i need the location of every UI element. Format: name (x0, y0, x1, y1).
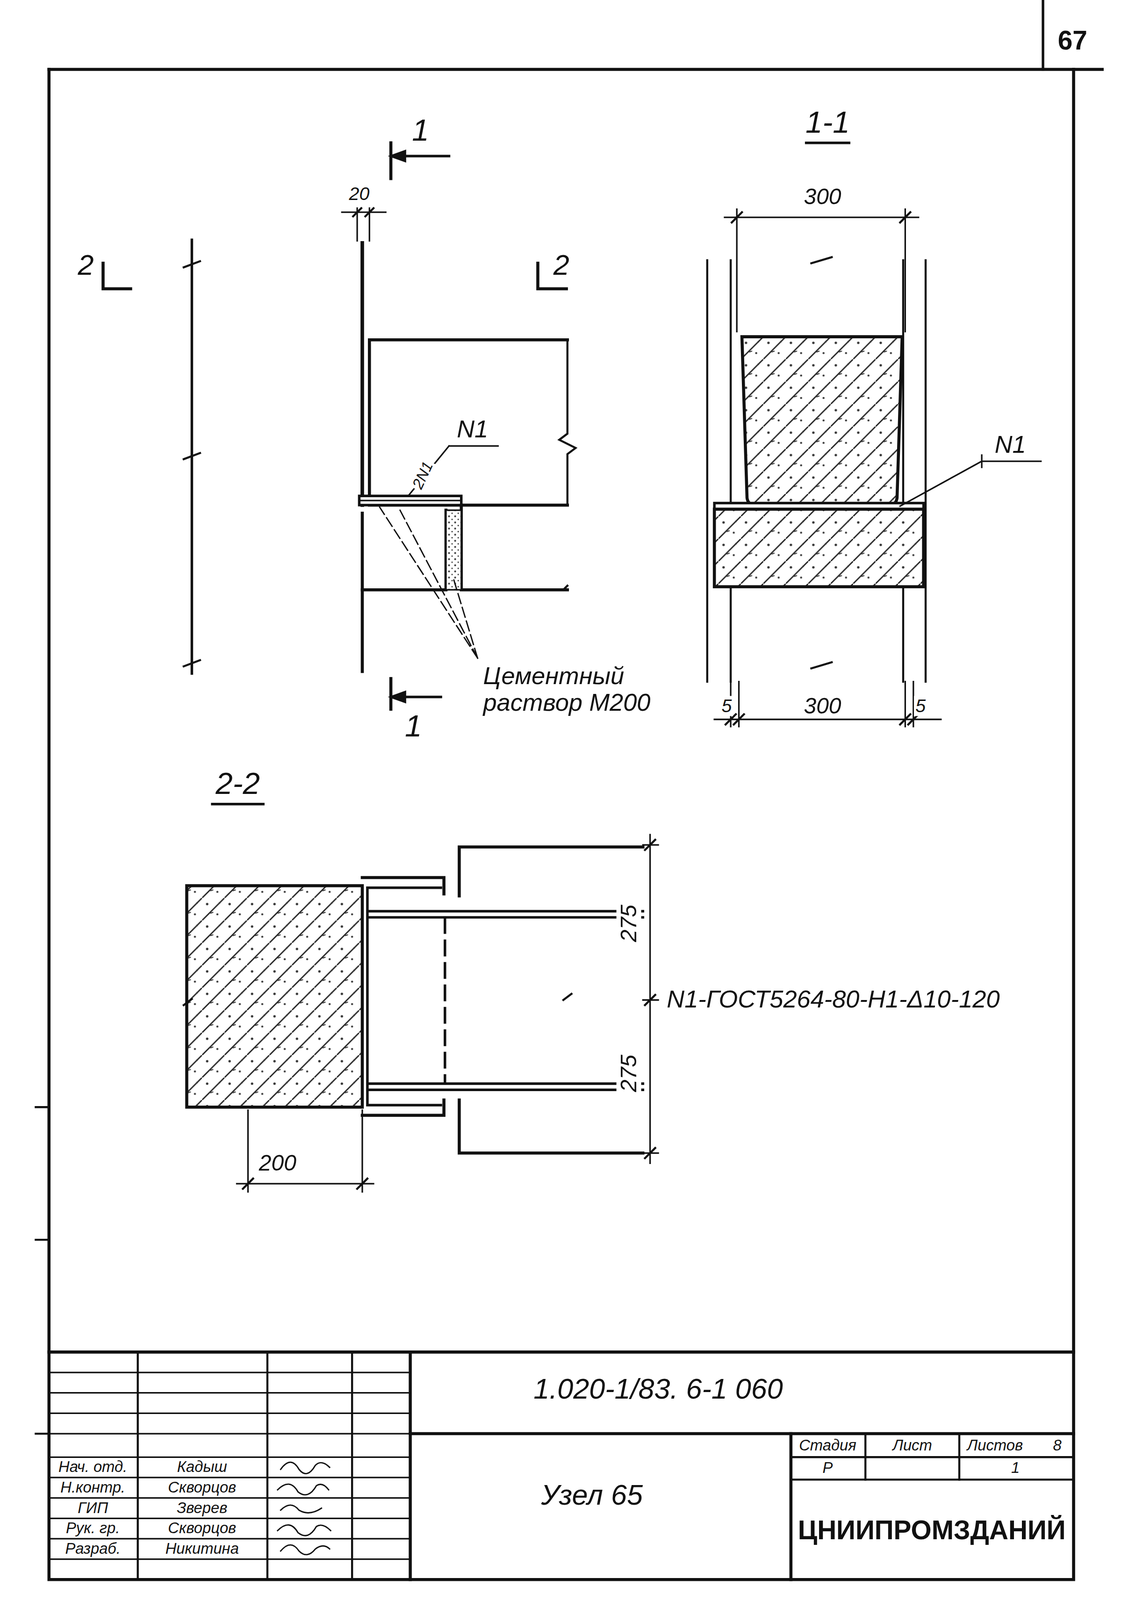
drawing-label: 8 (1051, 1437, 1064, 1455)
drawing-label: 2-2 (214, 767, 262, 801)
drawing-label: Скворцов (166, 1520, 238, 1538)
drawing-label: 1.020-1/83. 6-1 060 (531, 1374, 784, 1406)
drawing-label: Цементный раствор М200 (481, 662, 694, 717)
drawing-label: Кадыш (175, 1459, 229, 1476)
drawing-label: 300 (802, 184, 843, 210)
drawing-label: N1 (993, 431, 1028, 459)
drawing-label: 2N1 (408, 458, 437, 494)
drawing-label: N1 (455, 416, 490, 444)
drawing-label: 67 (1056, 26, 1089, 56)
drawing-label: Н.контр. (58, 1479, 127, 1497)
drawing-label: 20 (347, 183, 372, 204)
drawing-label: 1 (403, 709, 424, 744)
drawing-label: Зверев (175, 1500, 229, 1517)
drawing-label: Разраб. (63, 1540, 122, 1558)
drawing-label: 5 (719, 696, 734, 717)
drawing-label: 1-1 (804, 105, 852, 140)
drawing-label: 1 (410, 113, 431, 148)
drawing-label: Листов (965, 1437, 1025, 1455)
drawing-label: 2 (76, 249, 95, 281)
drawing-label: Лист (891, 1437, 934, 1455)
drawing-label: Стадия (797, 1437, 858, 1455)
drawing-label: Рук. гр. (64, 1520, 122, 1538)
drawing-label: Узел 65 (539, 1480, 644, 1512)
drawing-label: ГИП (76, 1500, 110, 1517)
drawing-label: 300 (802, 693, 843, 719)
drawing-label: 2 (552, 249, 571, 281)
drawing-label: Никитина (164, 1540, 241, 1558)
drawing-label: 5 (913, 696, 928, 717)
drawing-label: 275 (616, 903, 641, 944)
drawing-label: 200 (257, 1150, 298, 1176)
drawing-label: Нач. отд. (57, 1459, 129, 1476)
drawing-label: N1-ГОСТ5264-80-Н1-Δ10-120 (665, 986, 1001, 1014)
drawing-label: ЦНИИПРОМЗДАНИЙ (796, 1516, 1068, 1546)
drawing-label: Р (821, 1459, 835, 1477)
drawing-label: Скворцов (166, 1479, 238, 1497)
drawing-label: 1 (1009, 1459, 1021, 1477)
drawing-label: 275 (616, 1053, 641, 1094)
